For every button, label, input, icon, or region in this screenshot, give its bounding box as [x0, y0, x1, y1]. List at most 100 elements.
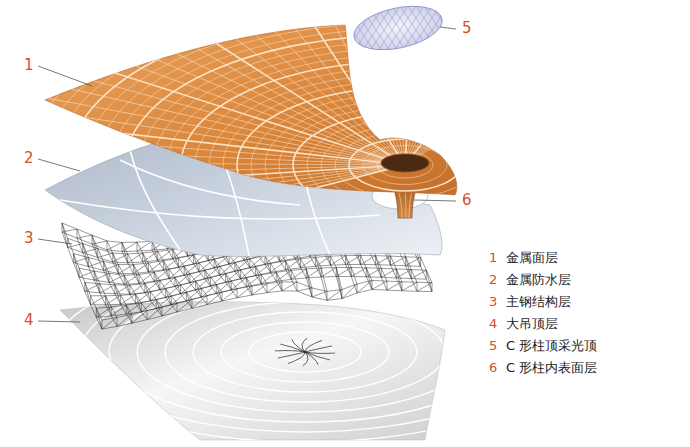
steel-member [178, 255, 193, 267]
steel-member [148, 261, 163, 272]
steel-member [346, 256, 352, 277]
callout-number: 4 [24, 313, 34, 328]
steel-member [121, 295, 127, 305]
steel-member [109, 282, 124, 284]
steel-member [145, 293, 151, 301]
skylight-grid [412, 0, 452, 60]
steel-member [256, 275, 262, 283]
steel-member [77, 238, 83, 252]
steel-member [126, 314, 132, 323]
steel-member [190, 270, 205, 283]
steel-member [271, 261, 286, 264]
skylight-grid [420, 0, 460, 60]
panel-joint [335, 133, 475, 198]
skylight-grid [380, 0, 420, 60]
steel-member [129, 285, 130, 294]
steel-member [372, 289, 387, 291]
steel-member [381, 268, 387, 281]
steel-member [79, 268, 85, 282]
steel-member [115, 284, 130, 285]
steel-member [186, 301, 192, 308]
steel-member [166, 297, 172, 304]
steel-member [99, 284, 100, 293]
skylight-grid [388, 0, 428, 60]
steel-member [291, 270, 292, 279]
steel-member [92, 235, 98, 257]
panel-joint [167, 55, 643, 276]
panel-joint [405, 0, 563, 165]
steel-member [246, 287, 252, 295]
ceiling-layer [0, 222, 669, 447]
steel-member [201, 288, 207, 295]
skylight-grid [364, 0, 404, 60]
steel-member [118, 273, 133, 274]
steel-member [139, 272, 154, 283]
steel-member [150, 292, 151, 301]
steel-member [366, 268, 372, 290]
steel-member [402, 282, 403, 291]
steel-member [121, 294, 136, 296]
skylight-grid [356, 0, 396, 60]
key-number: 3 [489, 295, 497, 308]
steel-member [186, 292, 192, 299]
steel-member [122, 243, 128, 263]
steel-member [250, 268, 256, 276]
steel-member [235, 262, 241, 278]
steel-member [107, 241, 122, 243]
steel-member [100, 284, 106, 296]
steel-member [208, 261, 214, 268]
steel-member [100, 293, 106, 305]
steel-member [342, 293, 357, 299]
steel-member [94, 271, 100, 293]
steel-member [124, 284, 130, 294]
panel-joint [27, 0, 690, 341]
steel-member [411, 269, 426, 271]
skylight-grid [364, 0, 404, 60]
leader-lines [38, 27, 456, 322]
steel-member [193, 255, 199, 272]
steel-member [62, 223, 77, 229]
key-number: 4 [489, 317, 497, 330]
steel-member [201, 288, 202, 297]
steel-member [109, 273, 110, 282]
steel-member [241, 279, 247, 287]
steel-member [118, 265, 119, 274]
skylight-grid [324, 0, 364, 60]
steel-member [128, 254, 134, 265]
steel-member [237, 289, 238, 298]
steel-member [184, 275, 190, 283]
skylight-grid [260, 0, 300, 60]
steel-member [201, 297, 207, 304]
steel-member [118, 274, 124, 285]
panel-joint [181, 61, 629, 269]
steel-member [181, 281, 196, 294]
steel-member [207, 296, 208, 305]
steel-member [166, 288, 172, 304]
steel-member [152, 250, 158, 260]
steel-member [192, 296, 207, 309]
skylight-grid [268, 0, 308, 60]
steel-member [196, 281, 202, 297]
steel-member [107, 241, 113, 253]
ceiling-seam [25, 252, 585, 447]
panel-joint [41, 0, 690, 334]
skylight-grid [308, 0, 348, 60]
steel-member [163, 261, 169, 279]
metal-surface-layer [0, 0, 690, 354]
steel-member [169, 269, 170, 278]
steel-member [396, 269, 402, 291]
steel-member [160, 290, 166, 298]
ceiling-seam [0, 242, 613, 447]
steel-member [241, 266, 256, 278]
steel-member [136, 303, 142, 311]
ceiling-seam [53, 262, 557, 442]
skylight-grid [276, 0, 316, 60]
steel-member [148, 263, 149, 272]
steel-member [331, 265, 337, 276]
steel-member [137, 250, 152, 252]
ceiling-seams [0, 222, 669, 447]
steel-member [312, 297, 327, 300]
skylight-grid [380, 0, 420, 60]
panel-joint [69, 9, 690, 321]
